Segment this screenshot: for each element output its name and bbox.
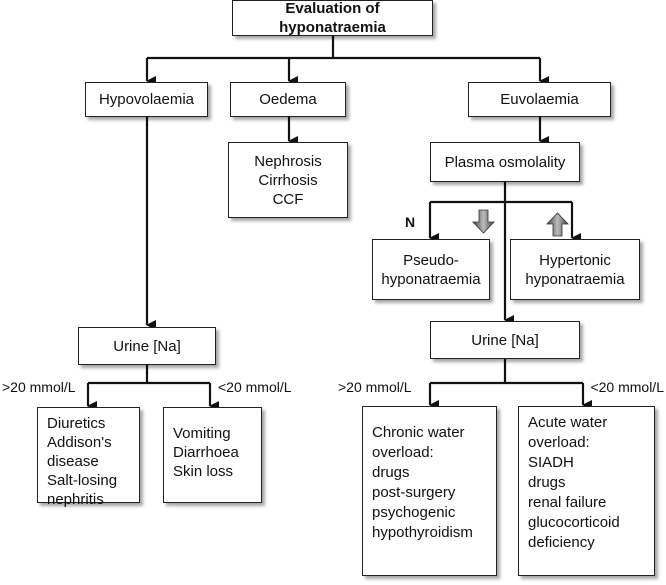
plasma-osmolality-box: Plasma osmolality [430, 142, 580, 182]
box-text: deficiency [528, 534, 595, 551]
box-text: hyponatraemia [525, 270, 625, 288]
pseudo-hyponatraemia-box: Pseudo- hyponatraemia [372, 239, 490, 300]
title-box: Evaluation of hyponatraemia [232, 0, 433, 36]
cause-text: Cirrhosis [258, 171, 318, 189]
grey-up-arrow-icon [546, 212, 569, 237]
euvolaemia-box: Euvolaemia [468, 82, 611, 117]
hypovolaemia-text: Hypovolaemia [98, 91, 195, 108]
box-text: drugs [372, 464, 410, 481]
hypovolaemia-extrarenal-loss-box: Vomiting Diarrhoea Skin loss [163, 407, 262, 503]
hypertonic-hyponatraemia-box: Hypertonic hyponatraemia [510, 239, 640, 300]
euvolaemia-text: Euvolaemia [500, 91, 579, 108]
box-text: hypothyroidism [372, 524, 473, 541]
box-text: Salt-losing [47, 472, 118, 489]
box-text: Diuretics [47, 415, 106, 432]
acute-water-overload-box: Acute water overload: SIADH drugs renal … [518, 406, 655, 576]
box-text: Skin loss [173, 463, 234, 480]
threshold-low-left: <20 mmol/L [218, 379, 292, 395]
box-text: SIADH [528, 454, 574, 471]
box-text: disease [47, 453, 99, 470]
box-text: nephritis [47, 491, 104, 508]
box-text: Acute water [528, 414, 608, 431]
box-text: overload: [372, 444, 434, 461]
box-text: Chronic water [372, 424, 465, 441]
plasma-osmolality-text: Plasma osmolality [444, 153, 566, 171]
box-text: drugs [528, 474, 566, 491]
cause-text: CCF [272, 190, 304, 208]
grey-down-arrow-icon [472, 209, 495, 234]
urine-na-left-box: Urine [Na] [78, 327, 216, 365]
oedema-box: Oedema [230, 82, 346, 117]
oedema-text: Oedema [259, 91, 317, 108]
hypovolaemia-renal-loss-box: Diuretics Addison's disease Salt-losing … [37, 407, 140, 508]
hypovolaemia-box: Hypovolaemia [85, 82, 208, 117]
urine-na-right-box: Urine [Na] [430, 321, 580, 359]
oedema-causes-box: Nephrosis Cirrhosis CCF [228, 142, 348, 218]
box-text: glucocorticoid [528, 514, 620, 531]
threshold-high-right: >20 mmol/L [338, 379, 412, 395]
box-text: Addison's [47, 434, 112, 451]
box-text: Pseudo- [403, 251, 459, 269]
box-text: post-surgery [372, 484, 456, 501]
urine-na-text: Urine [Na] [113, 337, 181, 355]
threshold-high-left: >20 mmol/L [2, 379, 76, 395]
chronic-water-overload-box: Chronic water overload: drugs post-surge… [362, 406, 497, 576]
box-text: Diarrhoea [173, 444, 239, 461]
normal-label: N [405, 214, 416, 230]
box-text: renal failure [528, 494, 607, 511]
box-text: overload: [528, 434, 590, 451]
box-text: Hypertonic [539, 251, 611, 269]
urine-na-text: Urine [Na] [471, 331, 539, 349]
threshold-low-right: <20 mmol/L [590, 379, 664, 395]
box-text: hyponatraemia [381, 270, 481, 288]
title-text: Evaluation of hyponatraemia [279, 0, 386, 36]
box-text: Vomiting [173, 425, 231, 442]
box-text: psychogenic [372, 504, 456, 521]
cause-text: Nephrosis [254, 152, 322, 170]
